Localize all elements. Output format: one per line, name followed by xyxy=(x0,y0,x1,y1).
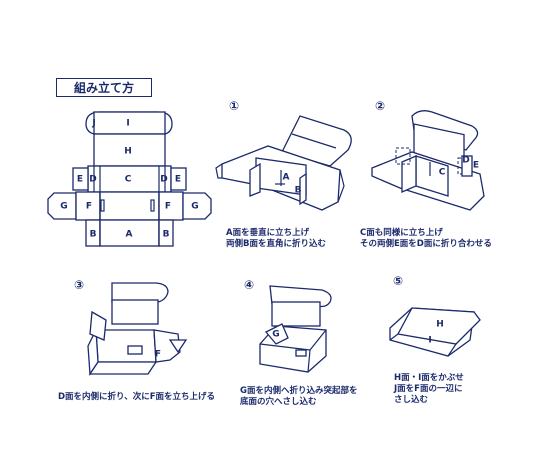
net-label-F-right: F xyxy=(165,202,171,212)
step-3-number: ③ xyxy=(74,278,85,292)
net-label-D-right: D xyxy=(160,175,167,185)
step-4-caption: G面を内側へ折り込み突起部を 底面の穴へさし込む xyxy=(240,386,358,407)
step-4-illustration: G xyxy=(259,285,332,373)
step-4-label-G: G xyxy=(272,330,279,340)
net-label-A: A xyxy=(126,230,133,240)
step-1-number: ① xyxy=(229,99,240,113)
net-label-F-left: F xyxy=(86,202,92,212)
net-label-J: J xyxy=(91,119,95,129)
net-label-G-left: G xyxy=(60,202,67,212)
net-label-G-right: G xyxy=(191,202,198,212)
step-3-illustration: F xyxy=(87,282,188,376)
step-4-number: ④ xyxy=(244,278,255,292)
step-1-illustration: A B xyxy=(215,115,352,211)
step-1-label-B: B xyxy=(295,186,302,196)
step-2-caption: C面も同様に立ち上げ その両側E面をD面に折り合わせる xyxy=(360,228,492,249)
step-2-label-C: C xyxy=(439,168,446,178)
net-label-C: C xyxy=(125,175,132,185)
step-5-caption: H面・I面をかぶせ J面をF面の一辺に さし込む xyxy=(394,373,464,405)
net-label-H: H xyxy=(124,147,132,157)
net-label-E-right: E xyxy=(175,175,181,185)
net-label-E-left: E xyxy=(77,175,83,185)
step-2-number: ② xyxy=(375,99,386,113)
step-5-label-I: I xyxy=(428,336,431,346)
step-5-number: ⑤ xyxy=(393,274,404,288)
step-1-label-A: A xyxy=(283,173,290,183)
net-label-B-right: B xyxy=(163,230,170,240)
net-label-I: I xyxy=(126,119,129,129)
net-label-B-left: B xyxy=(90,230,97,240)
step-3-caption: D面を内側に折り、次にF面を立ち上げる xyxy=(58,392,216,402)
step-2-label-D: D xyxy=(462,156,469,166)
net-label-D-left: D xyxy=(89,175,96,185)
assembly-title: 組み立て方 xyxy=(56,78,152,97)
step-3-label-F: F xyxy=(155,350,161,360)
step-2-label-E: E xyxy=(473,161,479,171)
step-5-illustration: H I xyxy=(389,307,481,357)
step-1-caption: A面を垂直に立ち上げ 両側B面を直角に折り込む xyxy=(226,228,326,249)
unfolded-net: J I H E D C D E G F F G B A B xyxy=(47,111,212,247)
step-2-illustration: C D E xyxy=(371,110,485,211)
step-5-label-H: H xyxy=(436,320,444,330)
